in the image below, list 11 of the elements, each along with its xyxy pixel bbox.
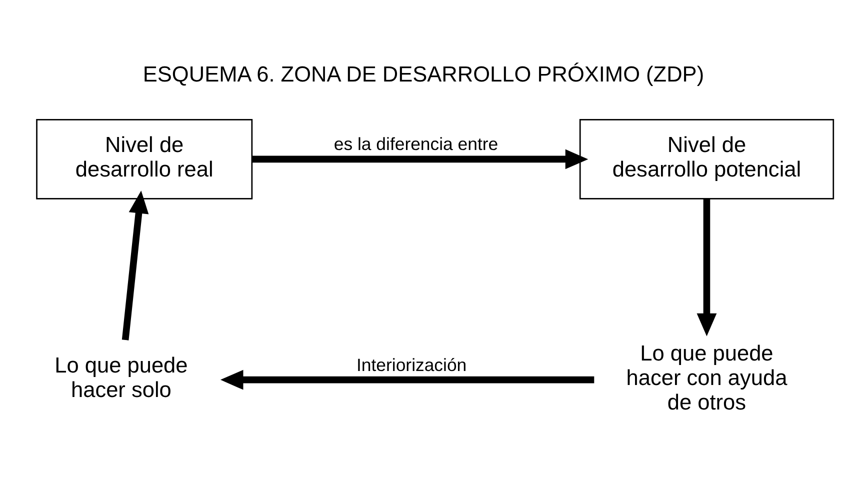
edge-label: es la diferencia entre [334,134,498,154]
node-text: Lo que puede hacer solo [54,352,188,402]
diagram-title: ESQUEMA 6. ZONA DE DESARROLLO PRÓXIMO (ZDP) [142,60,704,86]
arrow [696,198,717,336]
edge-label: Interiorización [356,354,467,374]
node-box: Nivel de desarrollo potencial [579,118,834,199]
arrow [122,190,149,340]
arrow [252,148,588,169]
node-box: Nivel de desarrollo real [36,118,253,199]
node-text: Lo que puede hacer con ayuda de otros [626,340,788,414]
arrow [220,369,594,390]
